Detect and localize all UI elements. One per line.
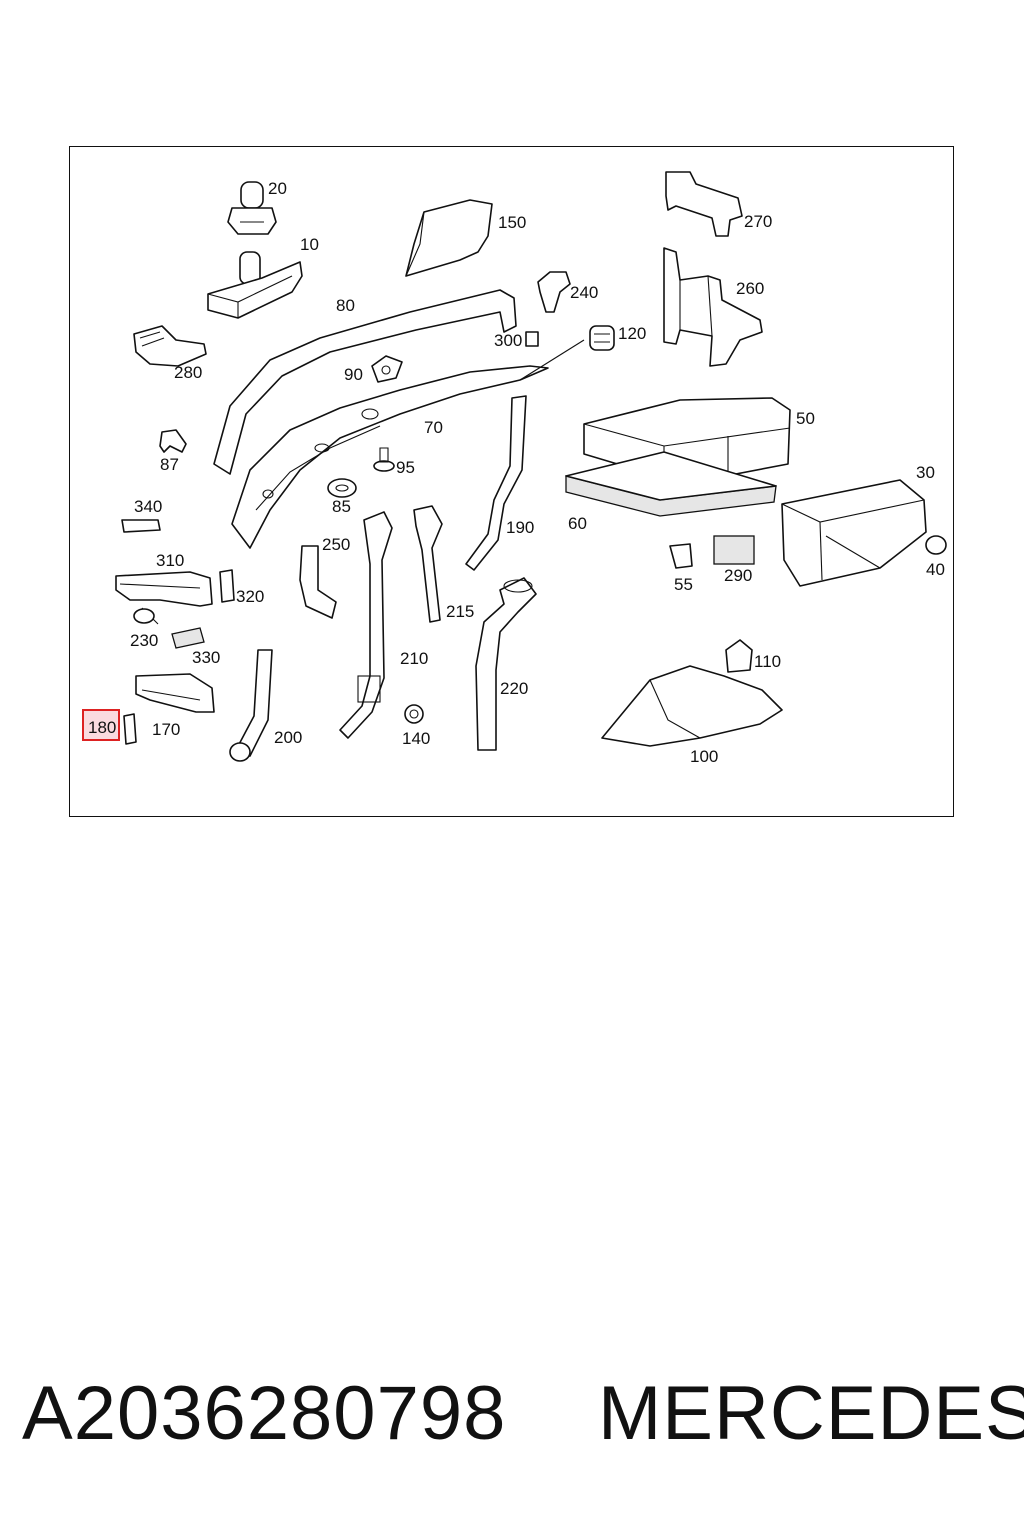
callout-110: 110: [754, 652, 781, 671]
callout-87: 87: [160, 455, 179, 474]
callout-55: 55: [674, 575, 693, 594]
callout-200: 200: [274, 728, 302, 747]
callout-150: 150: [498, 213, 526, 232]
part-90[interactable]: [371, 355, 403, 383]
part-260[interactable]: [663, 247, 763, 367]
callout-190: 190: [506, 518, 534, 537]
callout-10: 10: [300, 235, 319, 254]
part-110[interactable]: [725, 639, 753, 673]
part-150[interactable]: [405, 199, 493, 277]
callout-140: 140: [402, 729, 430, 748]
callout-330: 330: [192, 648, 220, 667]
callout-30: 30: [916, 463, 935, 482]
part-85[interactable]: [327, 478, 357, 498]
part-340[interactable]: [121, 519, 161, 533]
callout-20: 20: [268, 179, 287, 198]
part-330[interactable]: [171, 627, 205, 649]
part-number: A2036280798: [22, 1371, 507, 1456]
callout-40: 40: [926, 560, 945, 579]
part-30[interactable]: [781, 479, 927, 587]
callout-180: 180: [88, 718, 116, 737]
part-200[interactable]: [229, 649, 273, 762]
part-140[interactable]: [404, 704, 424, 724]
callout-260: 260: [736, 279, 764, 298]
part-10[interactable]: [207, 251, 303, 319]
part-70[interactable]: [231, 339, 585, 549]
callout-270: 270: [744, 212, 772, 231]
part-180[interactable]: [123, 713, 137, 745]
callout-90: 90: [344, 365, 363, 384]
part-40[interactable]: [925, 535, 947, 555]
part-80[interactable]: [213, 289, 517, 475]
callout-220: 220: [500, 679, 528, 698]
callout-300: 300: [494, 331, 522, 350]
part-270[interactable]: [665, 171, 743, 237]
part-55[interactable]: [669, 543, 693, 569]
part-60[interactable]: [565, 451, 777, 517]
part-87[interactable]: [159, 429, 187, 453]
footer: A2036280798 MERCEDES: [0, 1370, 1024, 1470]
callout-100: 100: [690, 747, 718, 766]
part-120[interactable]: [589, 325, 615, 351]
callout-85: 85: [332, 497, 351, 516]
callout-290: 290: [724, 566, 752, 585]
part-230[interactable]: [133, 608, 155, 624]
callout-280: 280: [174, 363, 202, 382]
part-220[interactable]: [475, 577, 537, 751]
part-280[interactable]: [133, 325, 207, 367]
brand-name: MERCEDES: [598, 1371, 1024, 1456]
part-320[interactable]: [219, 569, 235, 603]
part-240[interactable]: [537, 271, 571, 313]
callout-340: 340: [134, 497, 162, 516]
callout-320: 320: [236, 587, 264, 606]
callout-230: 230: [130, 631, 158, 650]
part-100[interactable]: [601, 665, 783, 747]
part-250[interactable]: [299, 545, 337, 619]
callout-50: 50: [796, 409, 815, 428]
callout-70: 70: [424, 418, 443, 437]
callout-215: 215: [446, 602, 474, 621]
callout-95: 95: [396, 458, 415, 477]
callout-60: 60: [568, 514, 587, 533]
callout-210: 210: [400, 649, 428, 668]
part-170[interactable]: [135, 673, 215, 713]
part-95[interactable]: [373, 447, 395, 472]
callout-310: 310: [156, 551, 184, 570]
callout-250: 250: [322, 535, 350, 554]
callout-80: 80: [336, 296, 355, 315]
exploded-parts-diagram: 20 10 150 270 260 240 120 300 80 280 90 …: [82, 171, 947, 766]
part-300[interactable]: [525, 331, 539, 347]
callout-120: 120: [618, 324, 646, 343]
highlight-box: [82, 709, 120, 741]
part-190[interactable]: [465, 395, 527, 571]
part-310[interactable]: [115, 571, 213, 625]
part-215[interactable]: [413, 505, 443, 623]
part-20[interactable]: [227, 181, 277, 235]
callout-170: 170: [152, 720, 180, 739]
callout-labels: 20 10 150 270 260 240 120 300 80 280 90 …: [88, 179, 945, 766]
part-210[interactable]: [339, 511, 393, 739]
part-290[interactable]: [713, 535, 755, 565]
callout-240: 240: [570, 283, 598, 302]
